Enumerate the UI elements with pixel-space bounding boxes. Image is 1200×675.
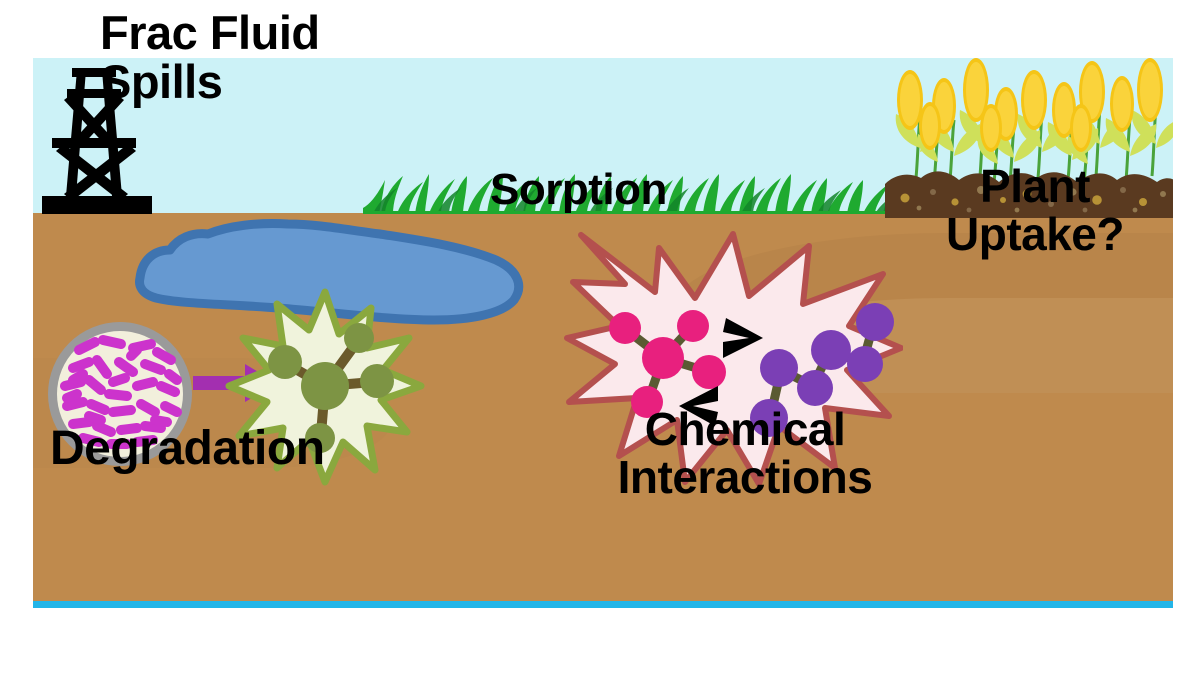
pink-starburst-icon <box>563 230 903 490</box>
label-plant-uptake: Plant Uptake? <box>946 160 1124 261</box>
spill-pool-icon <box>118 216 528 351</box>
soil-mound-icon <box>885 166 1173 218</box>
oil-derrick-icon <box>36 58 158 216</box>
label-degradation: Degradation <box>50 422 325 475</box>
petri-dish-bacteria-icon <box>43 316 198 471</box>
bottom-accent-strip <box>33 601 1173 608</box>
label-frac-fluid-spills: Frac Fluid Spills <box>100 6 320 109</box>
label-chemical-interactions: Chemical Interactions <box>617 403 873 504</box>
scene-frame <box>33 58 1173 608</box>
green-starburst-icon <box>225 286 425 486</box>
label-sorption: Sorption <box>490 165 667 214</box>
